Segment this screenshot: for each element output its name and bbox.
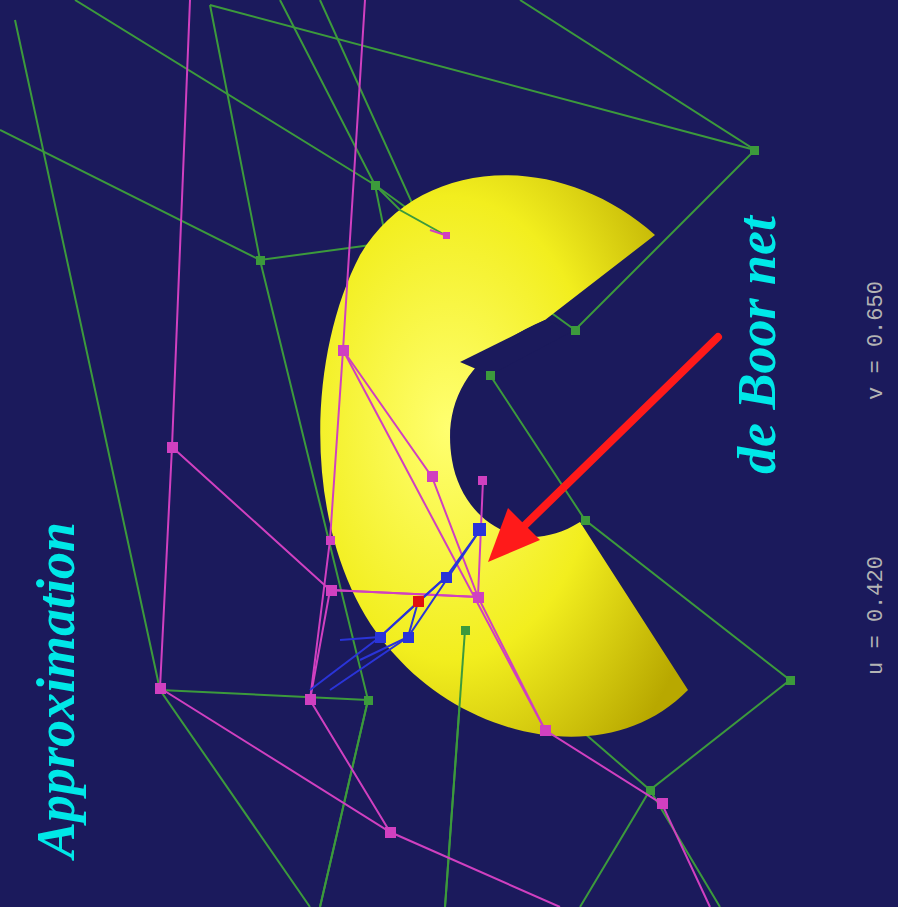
title-label: Approximation: [25, 522, 87, 858]
net-label: de Boor net: [726, 216, 788, 474]
green-net: [0, 0, 790, 907]
magenta-points: [155, 232, 668, 838]
green-points: [256, 146, 795, 795]
surface-notch: [460, 320, 575, 375]
parameter-label: u = 0.420: [863, 556, 888, 675]
pointer-arrow: [488, 337, 718, 562]
magenta-net: [160, 0, 710, 907]
parameter-label: v = 0.650: [863, 281, 888, 400]
c-surface: [320, 175, 688, 736]
evaluated-point: [413, 596, 424, 607]
blue-net: [310, 530, 480, 690]
blue-points: [375, 523, 486, 643]
green-net-front: [320, 185, 465, 907]
